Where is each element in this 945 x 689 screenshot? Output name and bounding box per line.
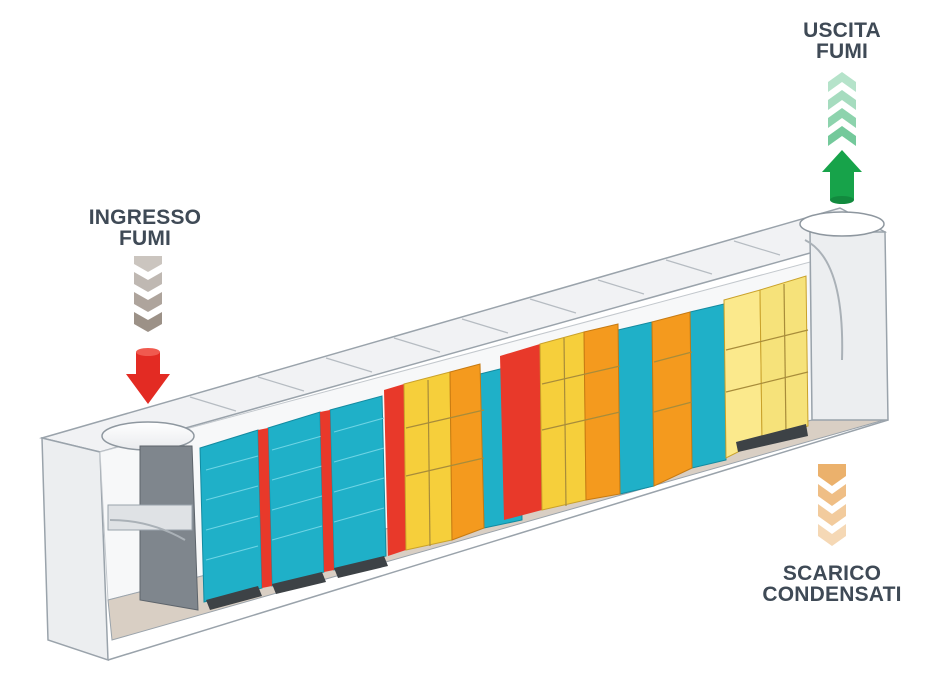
outlet-opening [799,211,885,237]
roof-seams [189,240,781,412]
baffle-3 [384,384,406,556]
mist-eliminator-6 [689,303,727,469]
outlet-label: USCITA FUMI [782,20,902,62]
inlet-label-line2: FUMI [118,227,172,250]
filter-orange-2 [583,323,621,501]
down-chevron-icon [818,464,846,546]
outlet-plenum-detail [799,211,885,361]
condensate-label: SCARICO CONDENSATI [742,563,922,605]
condensate-flow [818,464,846,546]
mist-eliminator-3 [329,395,387,571]
down-arrow-icon [126,348,170,404]
inlet-plenum-front [41,437,109,662]
outlet-plenum [809,231,889,421]
outlet-chevrons [828,72,856,146]
inlet-flow [126,256,170,404]
outlet-label-line2: FUMI [815,40,869,63]
mist-eliminator-5 [617,321,655,495]
outlet-flow [822,72,862,204]
baffle-2 [320,410,334,572]
filter-frames [405,283,809,547]
mist-eliminator-1 [199,429,263,603]
condensate-label-line1: SCARICO [782,562,882,585]
inlet-plenum [101,421,199,611]
baffle-4 [500,344,542,520]
inlet-duct-band [107,504,193,531]
up-arrow-icon [822,150,862,204]
condensate-label-line2: CONDENSATI [762,583,902,606]
outlet-label-line1: USCITA [803,19,881,42]
pleat-lines [205,417,385,561]
inlet-chevrons [134,256,162,332]
mist-eliminators [199,303,727,603]
baffle-1 [258,428,272,588]
drain-pans [206,424,808,610]
filter-orange-3 [651,311,693,487]
baffles [258,344,542,588]
filter-packs [403,275,809,551]
inlet-label: INGRESSO FUMI [70,207,220,249]
filter-yellow-3 [723,289,763,459]
filter-orange-1 [449,363,485,541]
inlet-label-line1: INGRESSO [88,206,202,229]
inlet-elbow [109,519,186,541]
outlet-elbow [804,239,844,361]
filter-yellow-4 [759,275,809,441]
